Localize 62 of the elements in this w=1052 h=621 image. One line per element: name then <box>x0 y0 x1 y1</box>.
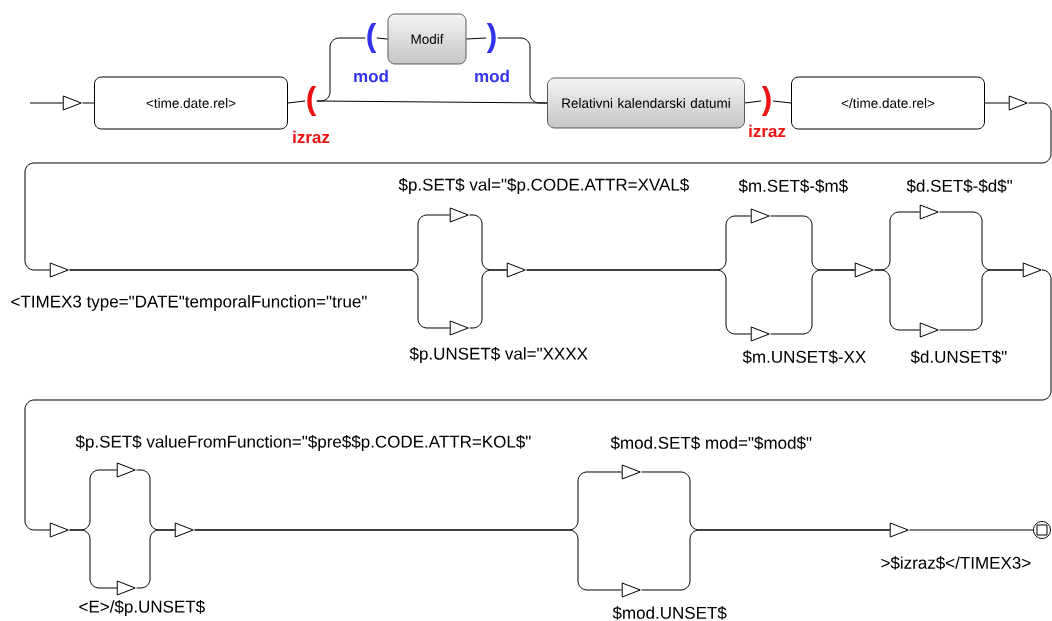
triangle-marker <box>62 95 82 111</box>
triangle-marker <box>889 522 909 538</box>
connector <box>376 37 388 40</box>
output-label: $mod.SET$ mod="$mod$" <box>610 436 812 450</box>
connector <box>770 269 856 335</box>
process-box: <time.date.rel> <box>94 76 288 130</box>
subgraph-box: Relativni kalendarski datumi <box>547 77 745 129</box>
connector <box>287 100 306 104</box>
parenthesis-label: ) mod <box>475 23 509 83</box>
triangle-marker <box>1008 95 1028 111</box>
triangle-marker <box>919 204 939 220</box>
connector <box>469 269 508 329</box>
subgraph-box: Modif <box>387 13 467 65</box>
parenthesis-label: ) izraz <box>749 86 786 138</box>
parenthesis-label: ( mod <box>354 23 388 83</box>
connector <box>69 269 451 329</box>
triangle-marker <box>49 262 69 278</box>
triangle-marker <box>1022 262 1042 278</box>
connector <box>641 529 891 591</box>
connector <box>772 100 792 104</box>
connector <box>136 529 176 589</box>
output-label: $p.SET$ val="$p.CODE.ATTR=XVAL$ <box>398 177 689 195</box>
output-label: $d.UNSET$" <box>910 350 1007 364</box>
connector <box>466 37 487 40</box>
output-label: $p.UNSET$ val="XXXX <box>409 346 588 364</box>
triangle-marker <box>621 464 641 480</box>
parenthesis-label: ( izraz <box>293 86 330 144</box>
output-label: >$izraz$</TIMEX3> <box>881 556 1031 570</box>
connector <box>29 102 64 104</box>
connector <box>24 102 1052 271</box>
triangle-marker <box>750 326 770 342</box>
triangle-marker <box>449 207 469 223</box>
connector <box>874 269 921 331</box>
end-marker <box>1033 521 1051 539</box>
process-box: </time.date.rel> <box>791 76 985 130</box>
triangle-marker <box>116 580 136 596</box>
output-label: <E>/$p.UNSET$ <box>79 599 205 617</box>
connector <box>939 269 1024 331</box>
connector <box>24 269 1052 531</box>
triangle-marker <box>449 320 469 336</box>
output-label: $m.UNSET$-XX <box>742 350 866 364</box>
output-label: $d.SET$-$d$" <box>906 179 1012 193</box>
connector <box>82 102 95 104</box>
triangle-marker <box>116 462 136 478</box>
triangle-marker <box>49 522 69 538</box>
output-label: $m.SET$-$m$ <box>738 179 848 193</box>
connector <box>69 529 118 589</box>
connector <box>984 102 1010 104</box>
connector <box>909 529 1034 531</box>
connector <box>316 100 548 104</box>
connector <box>526 269 752 335</box>
output-label: <TIMEX3 type="DATE"temporalFunction="true" <box>11 295 367 311</box>
triangle-marker <box>174 522 194 538</box>
triangle-marker <box>506 262 526 278</box>
triangle-marker <box>621 582 641 598</box>
output-label: $mod.UNSET$ <box>612 606 727 620</box>
connector <box>194 529 623 591</box>
output-label: $p.SET$ valueFromFunction="$pre$$p.CODE.ATTR=KOL$" <box>75 434 531 452</box>
connector <box>744 100 762 104</box>
triangle-marker <box>854 262 874 278</box>
triangle-marker <box>750 208 770 224</box>
triangle-marker <box>919 322 939 338</box>
